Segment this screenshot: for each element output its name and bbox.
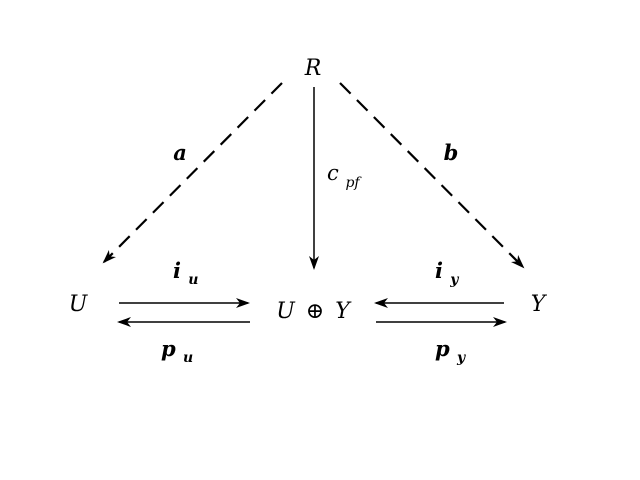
node-u: U [69,292,89,317]
label-i-y-main: i [435,258,443,283]
label-a: a [173,140,187,165]
label-c-pf-sub: pf [345,175,362,191]
direct-sum-operator: ⊕ [306,299,324,324]
label-i-u-sub: u [188,272,198,288]
node-y: Y [531,292,548,317]
label-p-u-main: p [161,336,176,361]
label-i-u-main: i [173,258,181,283]
label-i-y-sub: y [449,272,459,288]
label-b: b [444,140,459,165]
label-p-y-sub: y [456,350,466,366]
label-i-y: i y [435,258,459,288]
label-p-u: p u [161,336,193,366]
label-p-y-main: p [435,336,450,361]
direct-sum-right: Y [335,299,352,324]
direct-sum-left: U [276,299,296,324]
label-c-pf-main: c [327,161,339,185]
label-i-u: i u [173,258,198,288]
node-r: R [304,56,322,81]
node-direct-sum: U ⊕ Y [276,299,352,324]
label-c-pf: c pf [327,161,362,191]
label-p-u-sub: u [183,350,193,366]
label-p-y: p y [435,336,466,366]
arrow-b [339,82,525,269]
arrow-a [102,82,283,264]
